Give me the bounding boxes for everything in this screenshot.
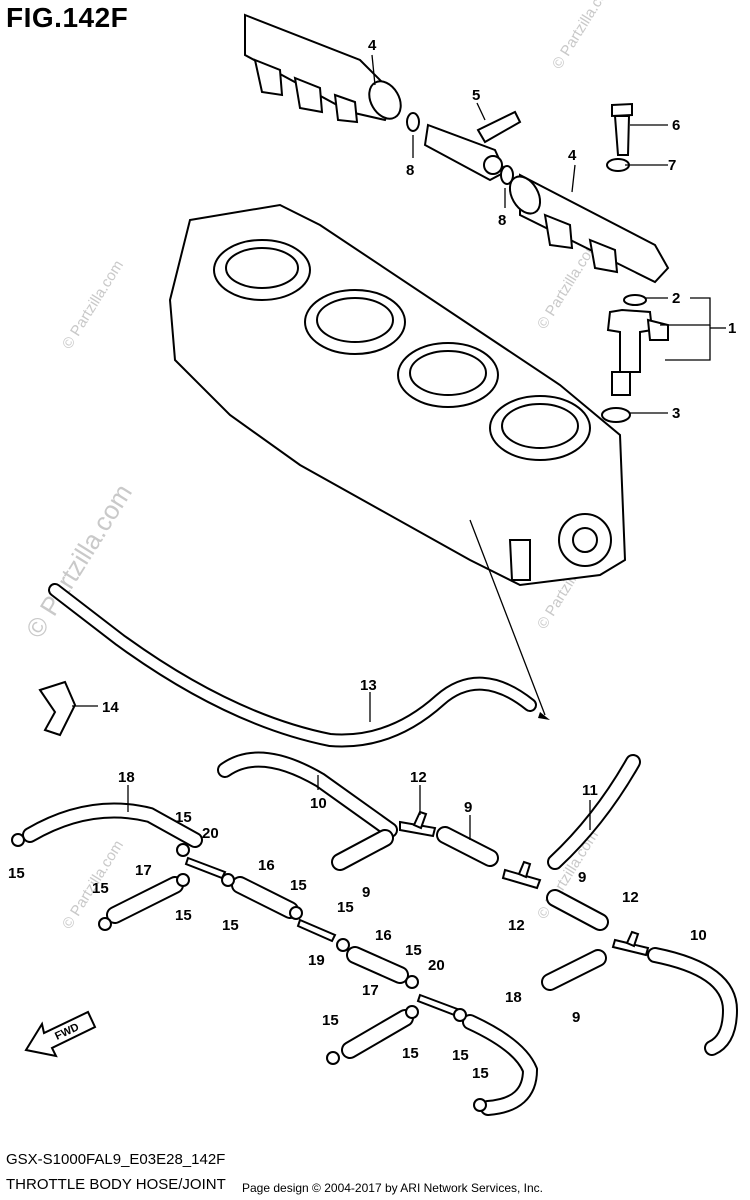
callout-15: 15 bbox=[322, 1012, 339, 1029]
figure-title: FIG.142F bbox=[6, 2, 129, 33]
model-code: GSX-S1000FAL9_E03E28_142F bbox=[6, 1151, 226, 1168]
hose-13-inner bbox=[50, 585, 535, 746]
callout-labels: 4 5 6 8 4 7 8 2 1 3 13 14 18 10 12 11 9 … bbox=[8, 37, 736, 1082]
callout-19: 19 bbox=[308, 952, 325, 969]
injector-seal bbox=[601, 407, 631, 423]
callout-12: 12 bbox=[622, 889, 639, 906]
bolt bbox=[611, 102, 633, 156]
hose-11-inner bbox=[549, 756, 639, 868]
watermark-text: © Partzilla.com bbox=[20, 479, 138, 643]
callout-9: 9 bbox=[578, 869, 586, 886]
clamp-holder bbox=[38, 680, 77, 737]
callout-8: 8 bbox=[498, 212, 506, 229]
watermark-text: © Partzilla.com bbox=[59, 257, 127, 352]
callout-15: 15 bbox=[222, 917, 239, 934]
callout-17: 17 bbox=[362, 982, 379, 999]
callout-11: 11 bbox=[582, 782, 598, 799]
callout-2: 2 bbox=[672, 290, 680, 307]
fuel-injector bbox=[606, 308, 669, 396]
callout-8: 8 bbox=[406, 162, 414, 179]
callout-15: 15 bbox=[92, 880, 109, 897]
callout-1: 1 bbox=[728, 320, 736, 337]
callout-17: 17 bbox=[135, 862, 152, 879]
callout-20: 20 bbox=[202, 825, 219, 842]
callout-18: 18 bbox=[118, 769, 135, 786]
callout-15: 15 bbox=[472, 1065, 489, 1082]
callout-5: 5 bbox=[472, 87, 480, 104]
fwd-arrow: FWD bbox=[24, 1010, 97, 1058]
fuel-rail-left bbox=[244, 13, 402, 124]
callout-16: 16 bbox=[375, 927, 392, 944]
callout-10: 10 bbox=[310, 795, 327, 812]
leader-line bbox=[469, 519, 546, 716]
injector-seal bbox=[623, 294, 647, 306]
callout-7: 7 bbox=[668, 157, 676, 174]
hose-10-lower-inner bbox=[649, 949, 737, 1054]
callout-14: 14 bbox=[102, 699, 119, 716]
hose-18-left-inner bbox=[24, 804, 201, 846]
callout-13: 13 bbox=[360, 677, 377, 694]
callout-9: 9 bbox=[362, 884, 370, 901]
throttle-body bbox=[168, 203, 627, 587]
callout-15: 15 bbox=[175, 809, 192, 826]
leader-arrow bbox=[538, 712, 550, 720]
callout-12: 12 bbox=[508, 917, 525, 934]
hose-joints bbox=[184, 810, 650, 1018]
callout-4: 4 bbox=[368, 37, 377, 54]
callout-leaders bbox=[72, 54, 726, 840]
copyright-footer: Page design © 2004-2017 by ARI Network S… bbox=[242, 1181, 544, 1195]
callout-4: 4 bbox=[568, 147, 577, 164]
callout-15: 15 bbox=[175, 907, 192, 924]
callout-10: 10 bbox=[690, 927, 707, 944]
callout-15: 15 bbox=[290, 877, 307, 894]
callout-6: 6 bbox=[672, 117, 680, 134]
callout-15: 15 bbox=[337, 899, 354, 916]
callout-15: 15 bbox=[402, 1045, 419, 1062]
watermark-text: © Partzilla.com bbox=[549, 0, 617, 72]
fuel-rail-right bbox=[508, 173, 670, 284]
hose-13 bbox=[48, 583, 537, 748]
callout-16: 16 bbox=[258, 857, 275, 874]
callout-12: 12 bbox=[410, 769, 427, 786]
hose-18-lower-inner bbox=[464, 1016, 537, 1114]
hose-10-upper-inner bbox=[219, 753, 396, 836]
callout-3: 3 bbox=[672, 405, 680, 422]
callout-9: 9 bbox=[572, 1009, 580, 1026]
hose-segments bbox=[106, 826, 609, 1059]
fuel-joint bbox=[423, 110, 522, 182]
o-ring bbox=[500, 165, 514, 185]
callout-15: 15 bbox=[8, 865, 25, 882]
callout-20: 20 bbox=[428, 957, 445, 974]
callout-15: 15 bbox=[405, 942, 422, 959]
o-ring bbox=[406, 112, 420, 132]
callout-9: 9 bbox=[464, 799, 472, 816]
callout-15: 15 bbox=[452, 1047, 469, 1064]
callout-18: 18 bbox=[505, 989, 522, 1006]
hose-clamps bbox=[11, 833, 487, 1112]
diagram-subtitle: THROTTLE BODY HOSE/JOINT bbox=[6, 1176, 226, 1193]
